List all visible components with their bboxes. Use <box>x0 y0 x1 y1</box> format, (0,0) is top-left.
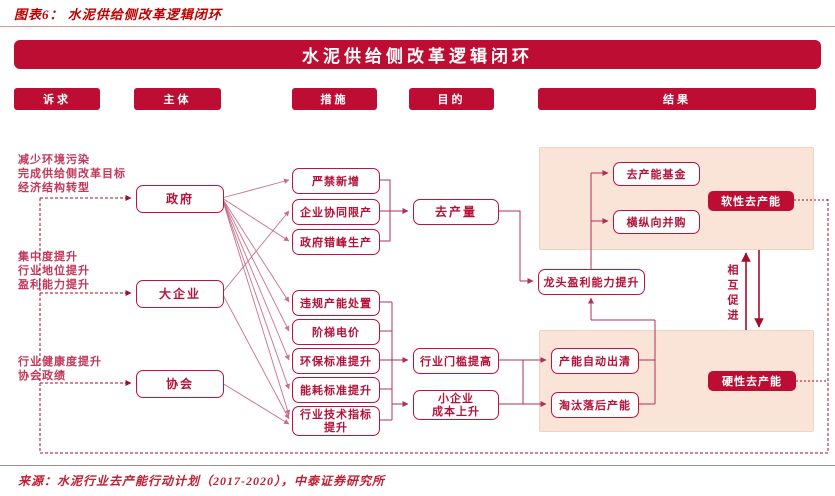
mutual-promotion-label: 相互促进 <box>726 264 739 324</box>
node-illegal-capacity-disposal: 违规产能处置 <box>292 290 380 316</box>
label-soft-decapacity: 软性去产能 <box>708 191 794 211</box>
node-tiered-electricity: 阶梯电价 <box>292 319 380 345</box>
node-eliminate-backward-capacity: 淘汰落后产能 <box>551 392 639 418</box>
node-tech-standard-up: 行业技术指标 提升 <box>292 406 380 436</box>
node-small-firm-cost-up: 小企业 成本上升 <box>413 390 499 420</box>
node-decapacity-fund: 去产能基金 <box>613 162 700 186</box>
node-threshold-up: 行业门槛提高 <box>413 348 499 374</box>
column-header-result: 结果 <box>538 88 816 110</box>
node-big-enterprise: 大企业 <box>136 280 224 308</box>
column-header-purpose: 目的 <box>409 88 494 110</box>
figure-title: 图表6： 水泥供给侧改革逻辑闭环 <box>14 7 222 22</box>
node-env-standard-up: 环保标准提升 <box>292 348 380 374</box>
node-energy-standard-up: 能耗标准提升 <box>292 377 380 403</box>
column-header-demand: 诉求 <box>14 88 100 110</box>
banner-title: 水泥供给侧改革逻辑闭环 <box>14 40 821 69</box>
node-auto-clearing: 产能自动出清 <box>551 348 639 374</box>
demand-text-association: 行业健康度提升 协会政绩 <box>18 355 102 382</box>
node-ban-new-capacity: 严禁新增 <box>292 168 380 194</box>
title-divider <box>0 26 835 27</box>
node-association: 协会 <box>136 370 224 398</box>
source-note: 来源：水泥行业去产能行动计划（2017-2020），中泰证券研究所 <box>18 474 385 488</box>
node-mergers-acquisitions: 横纵向并购 <box>613 210 700 234</box>
demand-text-big-enterprise: 集中度提升 行业地位提升 盈利能力提升 <box>18 250 90 291</box>
node-leader-profit-up: 龙头盈利能力提升 <box>538 269 645 295</box>
demand-text-government: 减少环境污染 完成供给侧改革目标 经济结构转型 <box>18 153 126 194</box>
footer-divider <box>0 465 835 466</box>
node-government: 政府 <box>136 185 224 213</box>
node-cut-output: 去产量 <box>413 199 499 225</box>
label-hard-decapacity: 硬性去产能 <box>708 371 796 391</box>
column-header-measure: 措施 <box>292 88 377 110</box>
node-coordinated-limit: 企业协同限产 <box>292 199 380 225</box>
column-header-subject: 主体 <box>134 88 221 110</box>
node-peak-shift-production: 政府错峰生产 <box>292 229 380 255</box>
